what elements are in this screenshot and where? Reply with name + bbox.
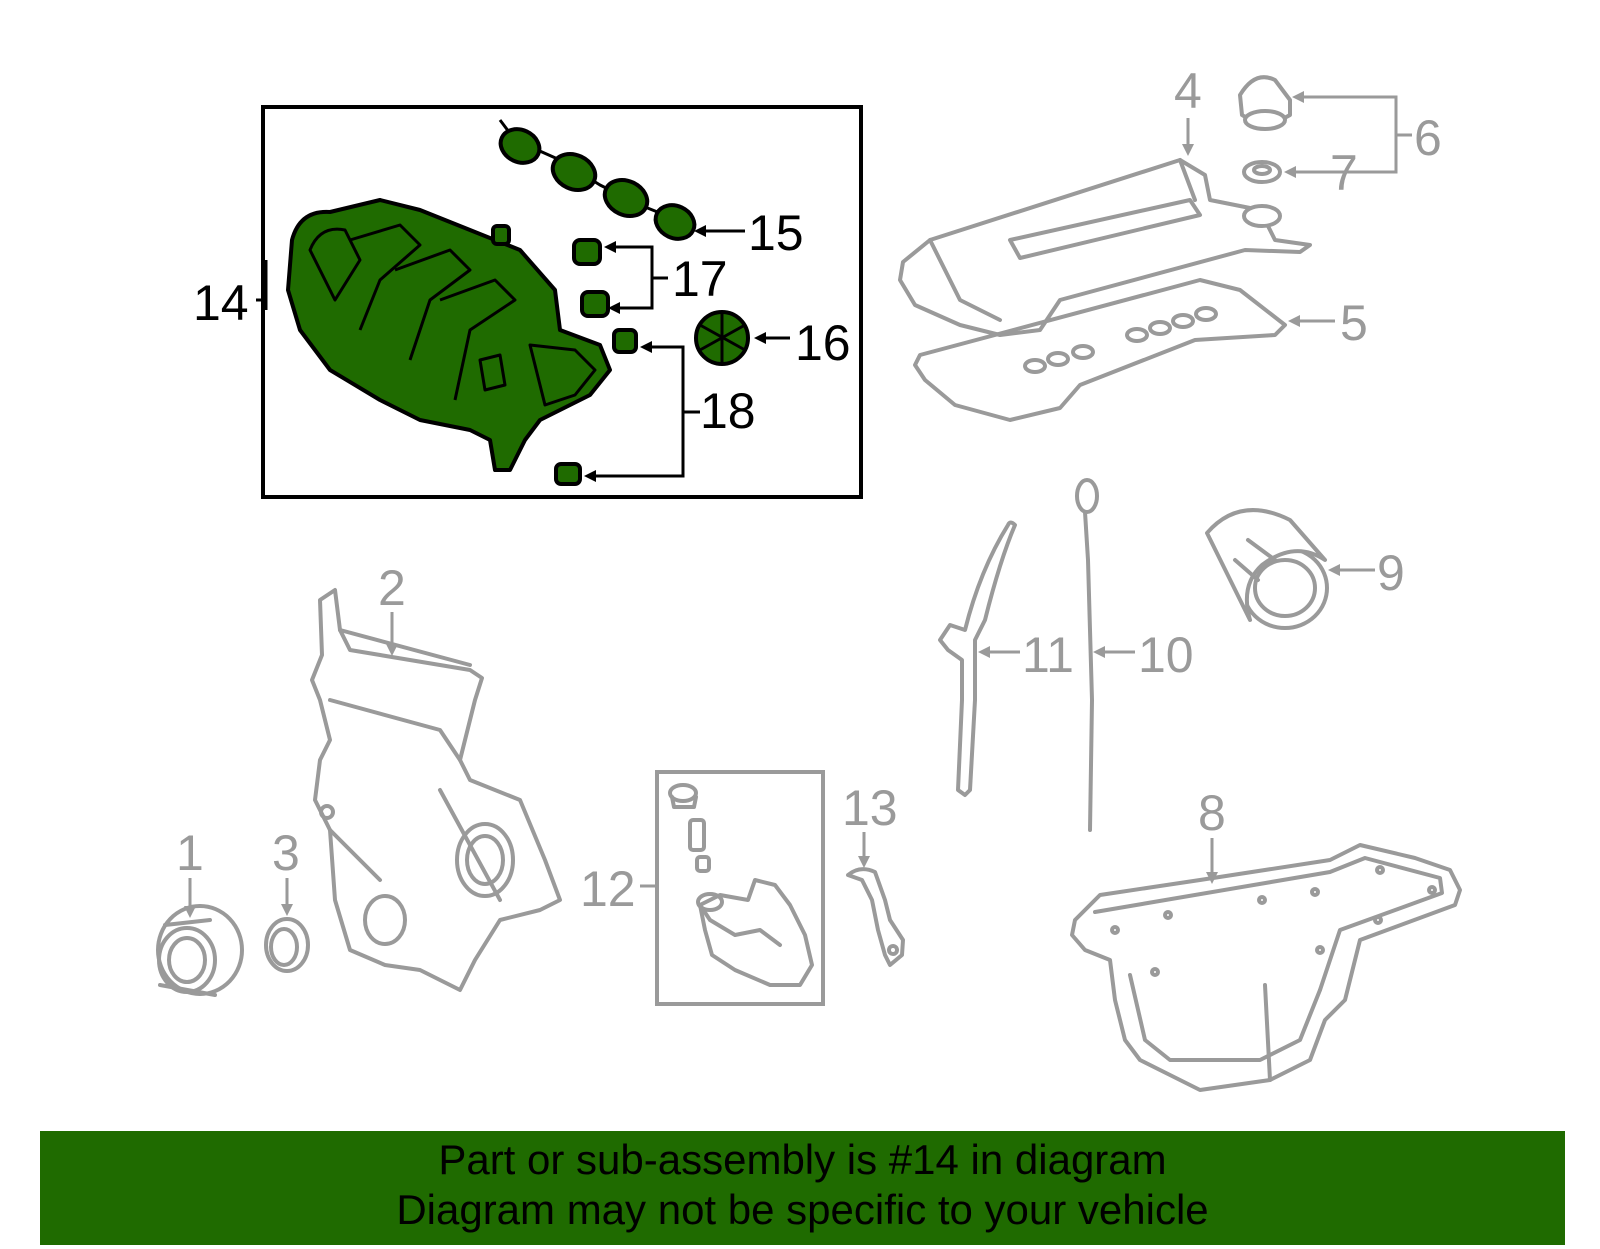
manifold-gasket[interactable] bbox=[495, 119, 700, 245]
oil-pump-assembly[interactable] bbox=[668, 783, 814, 987]
callout-8: 8 bbox=[1198, 785, 1226, 841]
dipstick[interactable] bbox=[1075, 478, 1099, 832]
nut-upper[interactable] bbox=[612, 328, 638, 354]
callout-10: 10 bbox=[1138, 627, 1194, 683]
callout-13: 13 bbox=[842, 780, 898, 836]
callout-14: 14 bbox=[193, 275, 249, 331]
oil-pan[interactable] bbox=[1070, 843, 1462, 1092]
intake-manifold[interactable] bbox=[286, 198, 612, 472]
info-banner: Part or sub-assembly is #14 in diagram D… bbox=[40, 1131, 1565, 1245]
callout-11: 11 bbox=[1022, 627, 1074, 683]
callout-18: 18 bbox=[700, 383, 756, 439]
callout-16: 16 bbox=[795, 315, 851, 371]
callout-1: 1 bbox=[176, 825, 204, 881]
callout-9: 9 bbox=[1377, 545, 1405, 601]
valve-cover[interactable] bbox=[898, 158, 1312, 337]
callout-5: 5 bbox=[1340, 295, 1368, 351]
leader-17 bbox=[610, 245, 668, 310]
callout-4: 4 bbox=[1174, 63, 1202, 119]
nut-lower[interactable] bbox=[554, 462, 582, 486]
filler-cap-seal[interactable] bbox=[1242, 160, 1282, 184]
leader-18 bbox=[590, 345, 700, 478]
timing-cover[interactable] bbox=[310, 588, 562, 992]
dipstick-guide[interactable] bbox=[938, 520, 1017, 797]
banner-line-2: Diagram may not be specific to your vehi… bbox=[396, 1186, 1209, 1233]
crankshaft-pulley[interactable] bbox=[156, 904, 244, 997]
bushing-upper[interactable] bbox=[572, 238, 602, 266]
throttle-seal[interactable] bbox=[694, 310, 750, 366]
callout-17: 17 bbox=[672, 251, 728, 307]
leader-14 bbox=[256, 260, 268, 310]
banner-line-1: Part or sub-assembly is #14 in diagram bbox=[438, 1136, 1167, 1183]
callout-15: 15 bbox=[748, 205, 804, 261]
callout-12: 12 bbox=[580, 861, 636, 917]
oil-filter[interactable] bbox=[1205, 508, 1329, 630]
bushing-lower[interactable] bbox=[580, 290, 610, 318]
oil-pump-bracket[interactable] bbox=[846, 867, 905, 967]
callout-3: 3 bbox=[272, 825, 300, 881]
valve-cover-gasket[interactable] bbox=[913, 278, 1287, 422]
manifold-stud bbox=[491, 224, 511, 246]
callout-6: 6 bbox=[1414, 110, 1442, 166]
crankshaft-seal[interactable] bbox=[264, 917, 310, 973]
oil-filler-cap[interactable] bbox=[1238, 75, 1292, 131]
callout-2: 2 bbox=[378, 560, 406, 616]
callout-7: 7 bbox=[1330, 145, 1358, 201]
leader-6 bbox=[1290, 95, 1412, 174]
